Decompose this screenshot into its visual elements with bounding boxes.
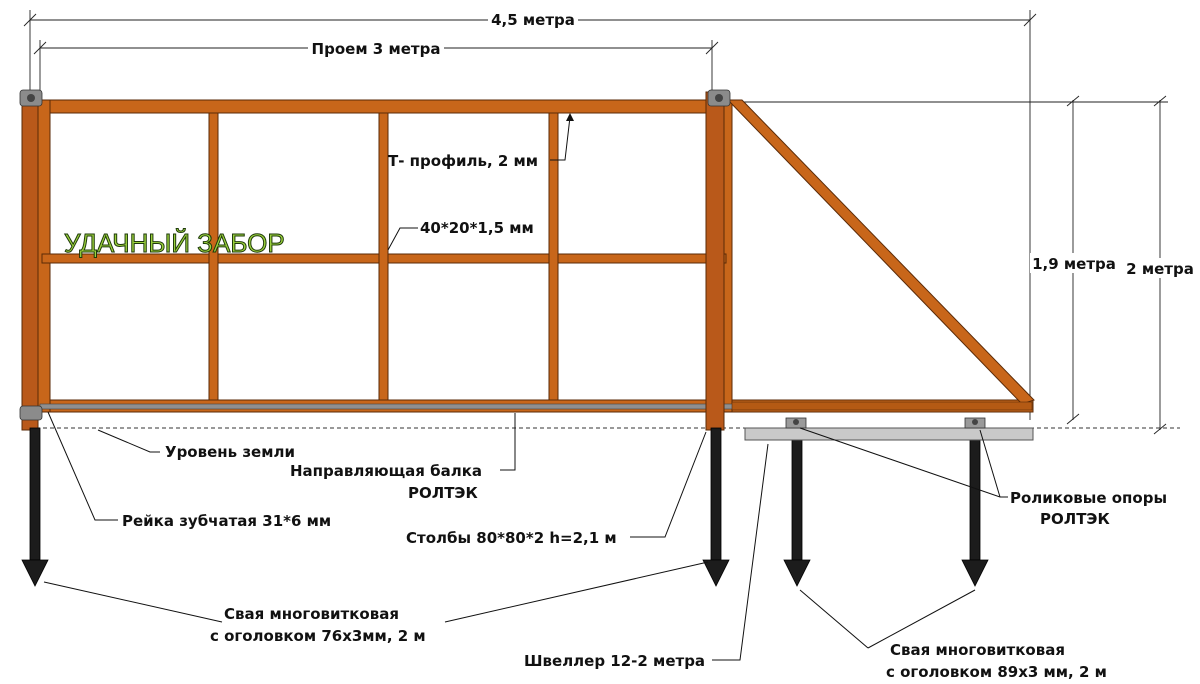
dimension-height-total: 2 метра [1080,95,1198,435]
dimension-opening: Проем 3 метра [33,38,719,90]
pile-right-label-1: Свая многовитковая [890,641,1065,659]
pile-right-2 [961,437,989,587]
gate-frame [37,99,1035,413]
channel-beam [744,427,1034,441]
pile-right-1 [783,437,811,587]
roller-support-1 [785,417,807,429]
total-width-label: 4,5 метра [491,11,575,29]
posts-label: Столбы 80*80*2 h=2,1 м [406,529,617,547]
dimension-total-width: 4,5 метра [23,8,1037,420]
channel-label: Швеллер 12-2 метра [524,652,705,670]
leader-lines [43,113,1008,661]
opening-label: Проем 3 метра [312,40,441,58]
pile-left-label-2: с оголовком 76х3мм, 2 м [210,627,426,645]
pile-left-2 [702,427,730,587]
inner-tube-label: 40*20*1,5 мм [420,219,534,237]
t-profile-label: Т- профиль, 2 мм [388,152,538,170]
brand-logo-text: УДАЧНЫЙ ЗАБОР [64,228,285,258]
rack-label: Рейка зубчатая 31*6 мм [122,512,331,530]
dimension-height-frame: 1,9 метра [735,95,1118,425]
pile-left-1 [21,427,49,587]
pile-right-label-2: с оголовком 89х3 мм, 2 м [886,663,1107,681]
roller-support-2 [964,417,986,429]
rollers-label-2: РОЛТЭК [1040,510,1110,528]
guide-beam-label-1: Направляющая балка [290,462,482,480]
height-frame-label: 1,9 метра [1032,255,1116,273]
height-total-label: 2 метра [1126,260,1194,278]
rollers-label-1: Роликовые опоры [1010,489,1167,507]
pile-left-label-1: Свая многовитковая [224,605,399,623]
guide-beam-label-2: РОЛТЭК [408,484,478,502]
ground-level-label: Уровень земли [165,443,295,461]
